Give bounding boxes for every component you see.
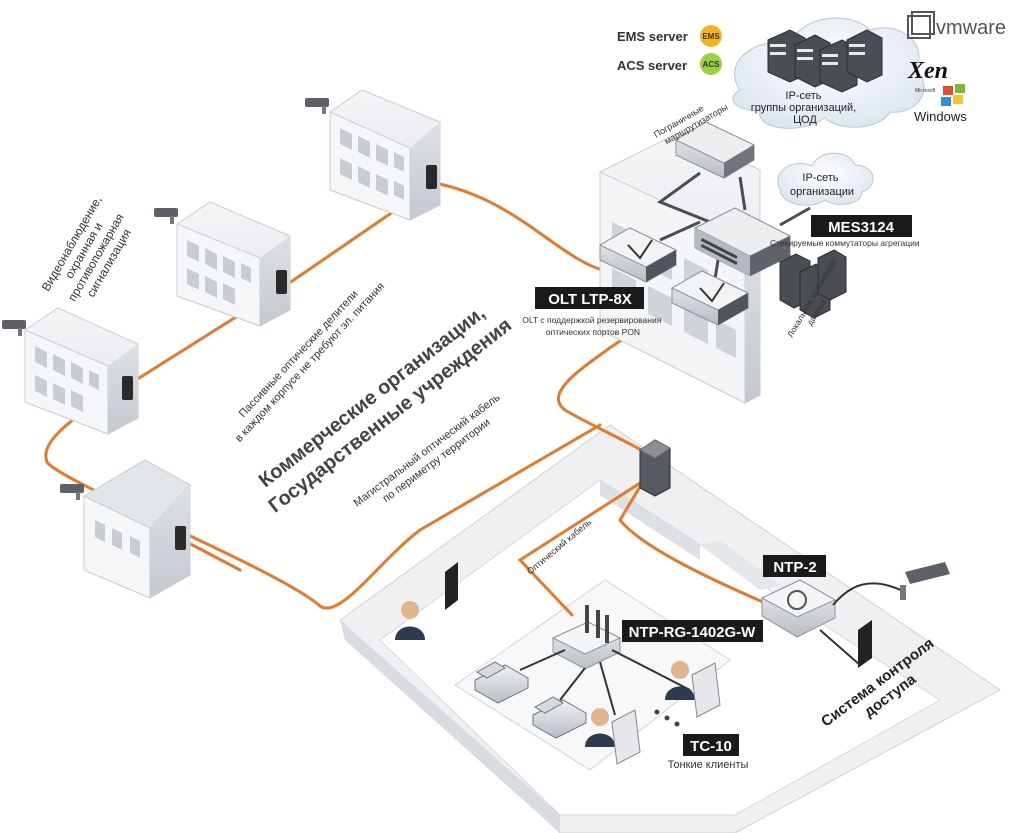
vendor-logos: vmware Xen Microsoft Windows (907, 11, 1006, 124)
building-2 (154, 201, 291, 327)
servers-legend: EMS server EMS ACS server ACS (617, 25, 722, 75)
olt-caption-line1: OLT с поддержкой резервирования (522, 315, 661, 325)
lan-links (519, 649, 691, 716)
door-icon (445, 562, 458, 610)
camera-icon (2, 320, 26, 336)
org-cloud-line2: организации (790, 186, 854, 198)
windows-logo: Windows (914, 109, 967, 124)
distribution-cabinet (639, 439, 671, 497)
acs-badge (700, 53, 722, 75)
org-cloud-line1: IP-сеть (802, 172, 838, 184)
mes3124-switch (693, 207, 792, 277)
camera-icon (154, 208, 178, 224)
mes3124-badge (811, 215, 912, 237)
ntp2-badge-text: NTP-2 (773, 559, 816, 576)
trunk-cable-line2: по периметру территории (381, 417, 493, 506)
ntp-rg-router (551, 605, 622, 670)
svg-text:IP-сеть организации: IP-сеть организации (790, 172, 854, 198)
splitter-box-2 (276, 270, 287, 294)
mes3124-caption: Стекируемые коммутаторы агрегации (770, 238, 920, 248)
building-4-house (60, 459, 191, 599)
ntp2-terminal (760, 579, 837, 638)
camera-icon (60, 484, 84, 500)
olt-badge-text: OLT LTP-8X (548, 291, 632, 308)
splitter-box-4 (175, 526, 186, 550)
server-rack-icon (767, 29, 883, 93)
fiber-to-ntprg (517, 476, 650, 617)
svg-text:Магистральный оптический кабел: Магистральный оптический кабель по перим… (352, 390, 514, 521)
cloud-datacenter-line1: IP-сеть (785, 90, 821, 102)
ntprg-badge (622, 620, 763, 642)
camera-icon (305, 98, 329, 114)
mes3124-badge-text: MES3124 (828, 219, 895, 236)
ems-server-label: EMS server (617, 29, 688, 44)
olt-caption-line2: оптических портов PON (546, 327, 640, 337)
access-door-icon (858, 620, 872, 668)
border-routers: Пограничные маршрутизаторы (652, 102, 756, 179)
olt-ltp8x-device-2 (670, 270, 750, 326)
main-title-line1: Коммерческие организации, (255, 302, 490, 492)
ellipsis-icon (654, 709, 680, 727)
xen-logo: Xen (907, 58, 948, 84)
user-icon (395, 601, 425, 640)
fiber-to-ntp2 (618, 468, 772, 607)
user-icon (665, 661, 721, 718)
ems-badge-text: EMS (702, 32, 720, 41)
trunk-fiber-cable (44, 181, 612, 610)
building-3 (2, 307, 139, 435)
windows-flag-icon (941, 84, 965, 106)
svg-text:Видеонаблюдение, охранная: Видеонаблюдение, охранная и противопожар… (39, 191, 143, 315)
datacenter-cloud: IP-сеть группы организаций, ЦОД (732, 17, 925, 129)
ems-badge (700, 25, 722, 47)
tc10-badge-text: TC-10 (690, 738, 732, 755)
olt-badge (535, 287, 644, 309)
splitter-box-3 (122, 376, 133, 400)
acs-server-label: ACS server (617, 58, 687, 73)
olt-ltp8x-device-1 (598, 227, 678, 283)
ntp2-badge (763, 555, 826, 577)
splitter-box-1 (426, 165, 437, 189)
camera-icon (900, 562, 950, 600)
tc10-badge (683, 734, 739, 756)
ip-phone-icon (474, 661, 529, 704)
microsoft-logo: Microsoft (915, 88, 936, 94)
vmware-logo: vmware (936, 17, 1006, 39)
svg-text:IP-сеть группы организац: IP-сеть группы организаций, ЦОД (751, 90, 860, 126)
ip-phone-icon (532, 696, 587, 739)
fiber-network (44, 181, 772, 617)
vmware-icon (907, 15, 931, 39)
acs-badge-text: ACS (703, 60, 721, 69)
cloud-datacenter-line2: группы организаций, (751, 102, 857, 114)
org-cloud: IP-сеть организации (777, 152, 874, 206)
building-1 (305, 89, 441, 221)
local-storage-servers (779, 249, 847, 319)
svg-text:OLT с поддержкой резервировани: OLT с поддержкой резервирования оптическ… (522, 315, 663, 337)
user-icon (585, 708, 641, 765)
tc10-caption: Тонкие клиенты (668, 759, 749, 771)
ntprg-badge-text: NTP-RG-1402G-W (629, 624, 757, 641)
cloud-datacenter-line3: ЦОД (793, 114, 817, 126)
